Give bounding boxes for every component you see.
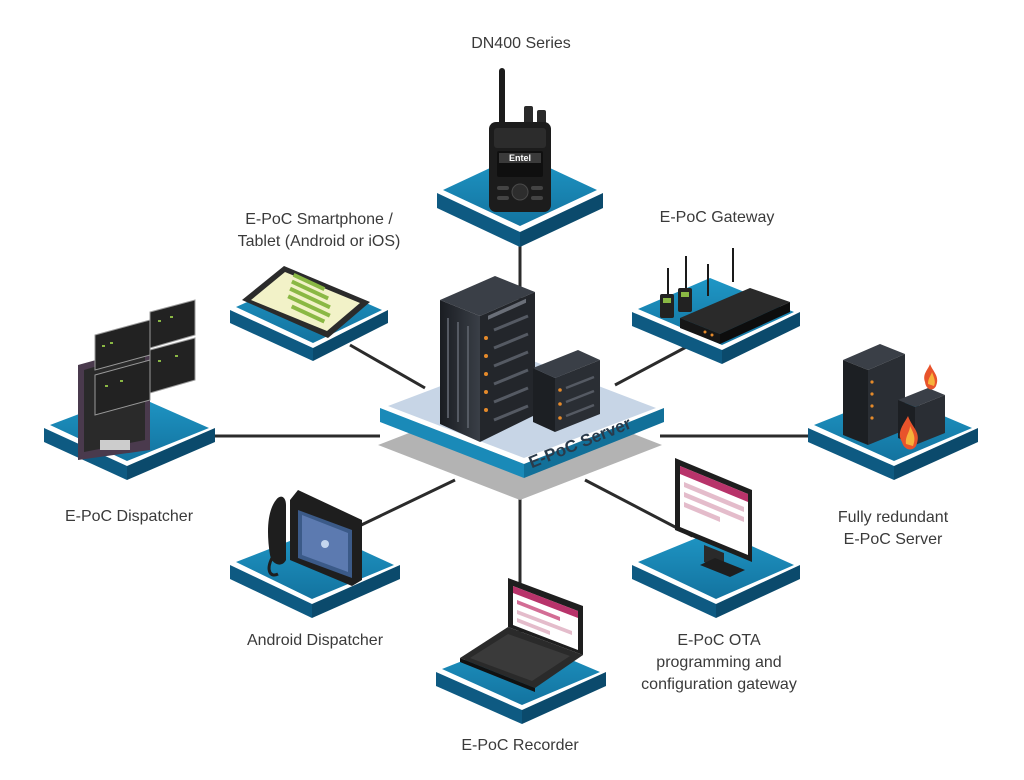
ota-label-line3: configuration gateway [641, 676, 797, 693]
ota-monitor-icon [675, 458, 752, 577]
radio-label: DN400 Series [471, 35, 571, 52]
fire-icon [899, 364, 938, 450]
android-dispatcher-node[interactable]: Android Dispatcher [230, 490, 400, 649]
android-dispatcher-label: Android Dispatcher [247, 632, 384, 649]
dispatcher-node[interactable]: E-PoC Dispatcher [44, 299, 215, 525]
smartphone-label-line1: E-PoC Smartphone / [245, 211, 393, 228]
smartphone-node[interactable]: E-PoC Smartphone / Tablet (Android or iO… [230, 211, 400, 361]
dispatcher-monitors-icon [78, 299, 196, 460]
redundant-label-line1: Fully redundant [838, 509, 949, 526]
ota-node[interactable]: E-PoC OTA programming and configuration … [632, 458, 800, 693]
smartphone-label-line2: Tablet (Android or iOS) [238, 233, 401, 250]
radio-device-icon: Entel [489, 68, 551, 212]
gateway-node[interactable]: E-PoC Gateway [632, 209, 800, 364]
recorder-label: E-PoC Recorder [461, 737, 579, 754]
ota-label-line1: E-PoC OTA [677, 632, 761, 649]
connector-gateway [614, 343, 691, 387]
tablet-icon [242, 266, 370, 338]
dispatcher-label: E-PoC Dispatcher [65, 508, 194, 525]
radio-node[interactable]: Entel DN400 Series [437, 35, 603, 247]
gateway-label: E-PoC Gateway [660, 209, 775, 226]
server-rack-icon [440, 276, 600, 442]
recorder-node[interactable]: E-PoC Recorder [436, 578, 606, 754]
gateway-device-icon [660, 248, 790, 344]
redundant-server-node[interactable]: Fully redundant E-PoC Server [808, 344, 978, 548]
redundant-server-icon [843, 344, 945, 445]
laptop-icon [460, 578, 583, 692]
desk-phone-icon [267, 490, 362, 586]
connector-smartphone [349, 343, 426, 390]
redundant-label-line2: E-PoC Server [844, 531, 943, 548]
ota-label-line2: programming and [656, 654, 781, 671]
radio-brand: Entel [509, 153, 531, 163]
server-node[interactable]: E-PoC Server [378, 276, 664, 500]
